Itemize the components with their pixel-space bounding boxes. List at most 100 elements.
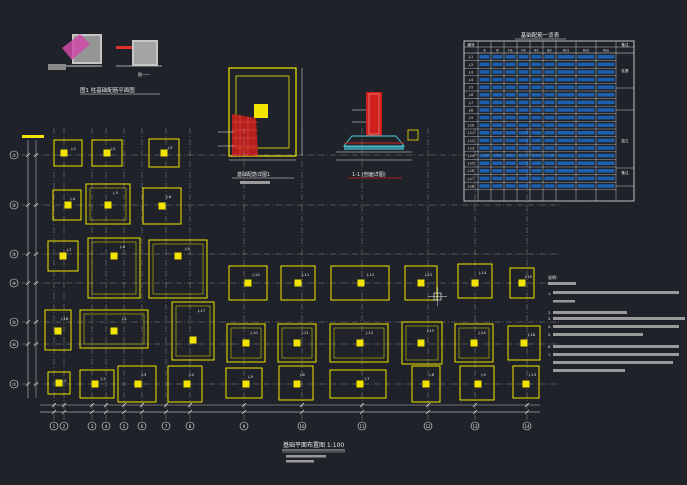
row-axis-label: ⑥ (12, 342, 16, 348)
table-cell-value (505, 115, 516, 120)
table-cell-value (479, 77, 490, 82)
table-cell-value (557, 161, 575, 165)
dimension-tick (33, 381, 39, 387)
col-axis-bubble (185, 421, 195, 431)
crosshair-cursor-icon (428, 287, 447, 306)
col-axis-bubble (423, 421, 433, 431)
table-cell-value (518, 93, 529, 97)
footing-label: J-6 (166, 194, 172, 199)
footing-detail-plan: 基础配筋详图1 (218, 67, 303, 184)
table-cell-value (577, 93, 595, 97)
table-cell-value (577, 138, 595, 143)
column-block (356, 380, 364, 388)
column-block (59, 252, 67, 260)
table-cell-value (492, 123, 503, 127)
footing-step (458, 327, 490, 359)
dimension-tick (51, 402, 57, 408)
column-block (357, 279, 365, 287)
note-line-6: 6. (548, 345, 551, 349)
table-cell-value (479, 93, 490, 97)
table-cell-value (577, 77, 595, 82)
table-cell-value (505, 93, 516, 97)
table-cell-value (597, 123, 615, 127)
table-row-label: J-14 (467, 154, 474, 158)
table-row-label: J-5 (468, 86, 473, 90)
footing-outline (47, 240, 79, 272)
table-cell-value (518, 146, 529, 150)
dimension-tick (472, 402, 478, 408)
table-cell-value (492, 62, 503, 67)
table-cell-value (557, 100, 575, 105)
footing-outline (171, 301, 215, 361)
table-cell-value (505, 153, 516, 158)
table-cell-value (531, 123, 542, 127)
table-cell-value (492, 176, 503, 181)
footing-outline (142, 187, 182, 225)
table-header-cell: B (496, 49, 499, 53)
table-cell-value (505, 146, 516, 150)
footing-outline (53, 139, 83, 167)
table-cell-value (577, 176, 595, 181)
section-title: 1-1 (剖面详图) (352, 171, 386, 178)
table-cell-value (531, 77, 542, 82)
column-block (522, 380, 530, 388)
table-cell-value (544, 146, 555, 150)
footing-outline (44, 309, 72, 351)
table-cell-value (479, 169, 490, 173)
table-cell-value (479, 146, 490, 150)
col-axis-label: 10 (299, 424, 305, 429)
footing-step (83, 313, 145, 345)
dimension-tick (187, 402, 193, 408)
dimension-tick (25, 202, 31, 208)
table-cell-value (544, 62, 555, 67)
footing-outline (280, 265, 316, 301)
footing-label: J-7 (66, 247, 72, 252)
table-cell-value (518, 184, 529, 188)
row-axis-bubble (9, 339, 19, 349)
table-cell-value (544, 108, 555, 112)
table-remark: 备注 (621, 170, 629, 175)
table-cell-value (557, 93, 575, 97)
column-block (160, 149, 168, 157)
table-cell-value (518, 100, 529, 105)
column-block (103, 149, 111, 157)
table-row-label: J-8 (468, 108, 473, 112)
row-axis-label: ⑤ (12, 320, 16, 326)
table-cell-value (505, 85, 516, 89)
notes-heading: 说明： (548, 274, 560, 280)
table-cell-value (518, 123, 529, 127)
footing-label: J-7 (364, 376, 370, 381)
table-cell-value (577, 100, 595, 105)
footing-label: J-9 (184, 246, 190, 251)
row-axis-bubble (9, 278, 19, 288)
table-cell-value (479, 55, 490, 59)
table-header-cell: 编号 (467, 42, 475, 47)
col-axis-label: 2 (63, 424, 66, 429)
table-cell-value (577, 169, 595, 173)
footing-label: J-5 (247, 374, 253, 379)
table-cell-value (492, 85, 503, 89)
footing-label: J-10 (250, 330, 259, 335)
dimension-tick (89, 409, 95, 415)
dimension-tick (25, 381, 31, 387)
col-axis-label: 4 (105, 424, 108, 429)
table-row-label: J-1 (468, 55, 473, 59)
col-axis-bubble (119, 421, 129, 431)
footing-step (89, 187, 127, 221)
table-cell-value (597, 100, 615, 105)
footing-outline (411, 365, 441, 403)
footing-label: J-17 (197, 308, 206, 313)
general-notes: 说明： 1. 2. 3. 4. 5. 6. 7. (548, 274, 685, 372)
table-cell-value (577, 184, 595, 188)
row-axis-bubble (9, 150, 19, 160)
row-axis-label: ① (12, 153, 16, 159)
table-cell-value (492, 146, 503, 150)
table-cell-value (479, 62, 490, 67)
column-block (356, 339, 364, 347)
col-axis-bubble (297, 421, 307, 431)
table-title: 基础配筋一览表 (521, 31, 560, 39)
table-header-cell: As1 (563, 49, 569, 53)
dimension-tick (187, 409, 193, 415)
